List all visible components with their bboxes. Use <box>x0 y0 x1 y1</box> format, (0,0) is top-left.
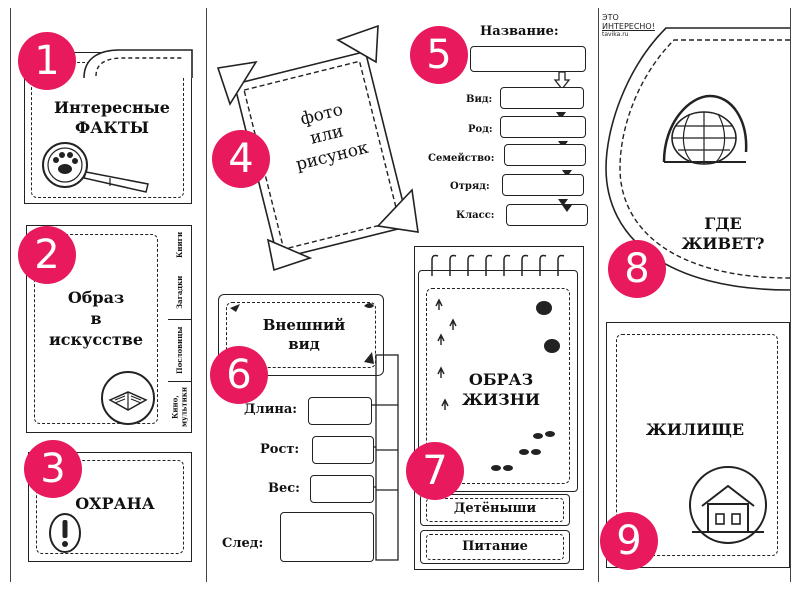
order-label: Отряд: <box>450 181 490 192</box>
track-label: След: <box>222 536 264 551</box>
dwelling-panel-dashed <box>616 334 778 556</box>
column-divider-2 <box>598 8 599 582</box>
measure-connectors <box>370 354 399 561</box>
badge-6: 6 <box>210 346 268 404</box>
class-label: Класс: <box>456 210 495 221</box>
art-title-line2: в <box>90 308 102 328</box>
habitat-title-line2: ЖИВЕТ? <box>681 234 765 253</box>
facts-title-line2: ФАКТЫ <box>75 118 149 137</box>
tab-food-label: Питание <box>462 539 528 554</box>
order-field[interactable] <box>502 174 584 196</box>
height-label: Рост: <box>260 442 300 457</box>
tab-proverbs[interactable]: Пословицы <box>168 320 192 382</box>
warning-icon <box>49 513 81 553</box>
family-field[interactable] <box>504 144 586 166</box>
genus-label: Род: <box>468 124 493 135</box>
logo-line3: tavika.ru <box>602 30 629 38</box>
appearance-title-line2: вид <box>288 334 320 353</box>
tab-food[interactable] <box>420 530 570 564</box>
length-label: Длина: <box>244 402 298 417</box>
facts-title: Интересные ФАКТЫ <box>40 98 184 138</box>
lifestyle-title-line1: ОБРАЗ <box>468 370 534 389</box>
tab-books[interactable]: Книги <box>168 225 192 265</box>
name-label: Название: <box>480 24 559 39</box>
tab-offspring-dashed <box>426 498 564 522</box>
book-icon <box>101 371 155 425</box>
habitat-title: ГДЕ ЖИВЕТ? <box>668 214 778 254</box>
art-title-line1: Образ <box>67 288 125 307</box>
tab-riddles[interactable]: Загадки <box>168 265 192 320</box>
house-icon <box>689 466 767 544</box>
weight-label: Вес: <box>268 481 300 496</box>
name-field[interactable] <box>470 46 586 72</box>
logo-line2: ИНТЕРЕСНО! <box>602 21 655 31</box>
tab-offspring[interactable] <box>420 494 570 526</box>
family-label: Семейство: <box>428 153 495 164</box>
tracks-decor-icon <box>435 298 560 471</box>
appearance-title-line1: Внешний <box>262 316 346 334</box>
chevron-down-icon <box>562 205 572 212</box>
badge-7: 7 <box>406 442 464 500</box>
appearance-decor <box>230 303 374 364</box>
chevron-down-icon <box>562 170 572 177</box>
height-field[interactable] <box>312 436 374 464</box>
chevron-down-icon <box>558 199 568 206</box>
tab-movies[interactable]: Кино, мультики <box>168 382 192 433</box>
site-logo: ЭТО ИНТЕРЕСНО! tavika.ru <box>602 13 662 64</box>
globe-icon <box>662 94 748 165</box>
habitat-title-line1: ГДЕ <box>704 214 742 233</box>
column-divider-1 <box>206 8 207 582</box>
art-panel-dashed <box>34 234 158 424</box>
magnifier-icon <box>42 142 149 193</box>
species-field[interactable] <box>500 87 584 109</box>
species-label: Вид: <box>466 94 493 105</box>
badge-5: 5 <box>410 26 468 84</box>
badge-9: 9 <box>600 512 658 570</box>
left-edge-line <box>10 8 11 582</box>
genus-field[interactable] <box>500 116 586 138</box>
facts-title-line1: Интересные <box>54 98 170 117</box>
lifestyle-title-line2: ЖИЗНИ <box>462 390 540 409</box>
lifestyle-title: ОБРАЗ ЖИЗНИ <box>446 370 556 410</box>
class-field[interactable] <box>506 204 588 226</box>
facts-wave-tab <box>83 49 193 79</box>
photo-frame <box>216 24 419 272</box>
right-edge-line <box>790 8 791 582</box>
art-title: Образ в искусстве <box>40 288 152 350</box>
dwelling-title: ЖИЛИЩЕ <box>645 420 745 439</box>
arrow-down-icon <box>553 71 571 91</box>
spiral-binding <box>431 254 565 276</box>
track-field[interactable] <box>280 512 374 562</box>
badge-8: 8 <box>608 240 666 298</box>
lifestyle-dashed <box>426 288 570 484</box>
weight-field[interactable] <box>310 475 374 503</box>
protection-title: ОХРАНА <box>75 494 155 513</box>
appearance-panel-dashed <box>226 302 376 368</box>
art-title-line3: искусстве <box>48 329 144 349</box>
badge-1: 1 <box>18 32 76 90</box>
tab-offspring-label: Детёныши <box>453 501 537 516</box>
tab-food-dashed <box>426 534 564 560</box>
badge-3: 3 <box>24 440 82 498</box>
badge-4: 4 <box>212 130 270 188</box>
length-field[interactable] <box>308 397 372 425</box>
protection-panel-dashed <box>36 460 184 554</box>
appearance-title: Внешний вид <box>244 316 364 354</box>
logo-line1: ЭТО <box>602 13 619 22</box>
badge-2: 2 <box>18 226 76 284</box>
chevron-down-icon <box>556 112 566 119</box>
